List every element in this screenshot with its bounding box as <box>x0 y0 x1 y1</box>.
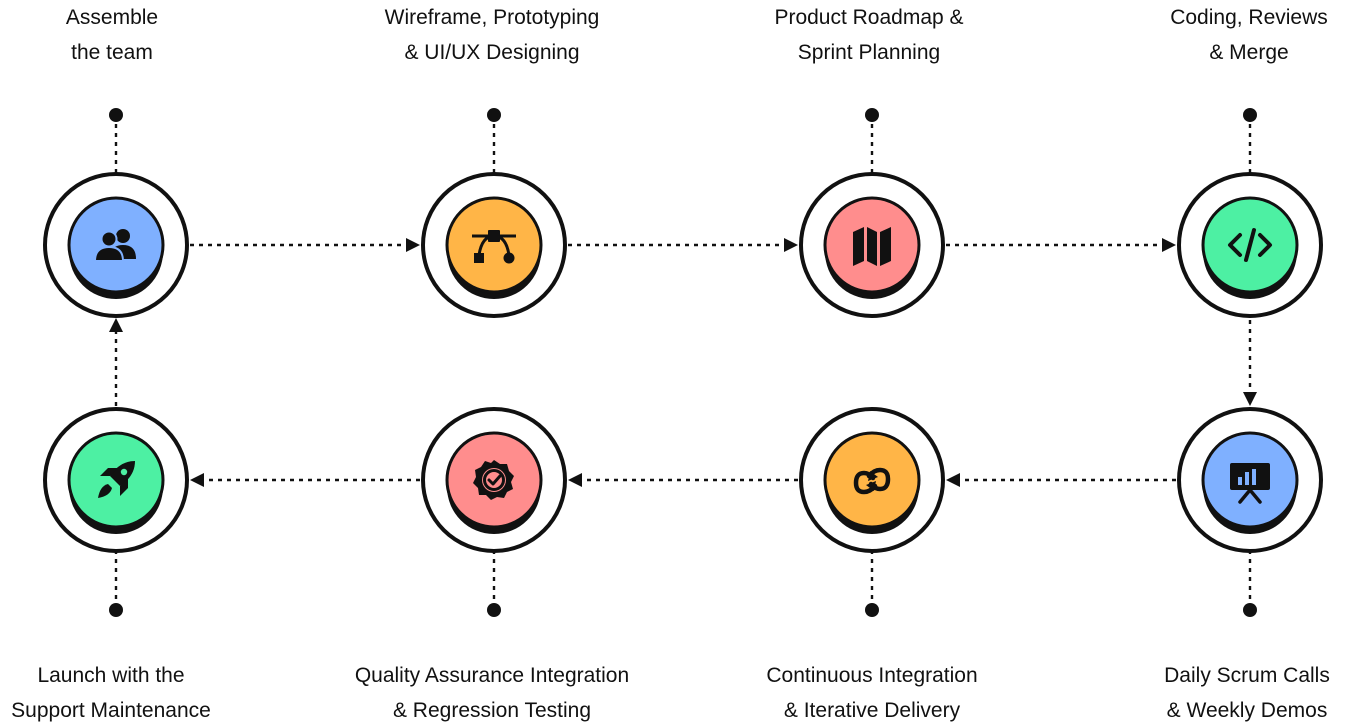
step-node-5 <box>1177 407 1323 553</box>
arrow-down-icon <box>1243 392 1257 406</box>
arrow-up-icon <box>109 318 123 332</box>
pin-dots <box>109 108 1257 617</box>
arrow-right-icon <box>1162 238 1176 252</box>
connectors <box>114 115 1252 608</box>
bezier-pen-icon <box>472 230 516 264</box>
step-node-4 <box>1177 172 1323 318</box>
step-label-line: the team <box>71 41 153 64</box>
step-label-line: Daily Scrum Calls <box>1164 664 1330 687</box>
step-node-3 <box>799 172 945 318</box>
step-label-2: Wireframe, Prototyping & UI/UX Designing <box>332 0 652 70</box>
arrow-right-icon <box>784 238 798 252</box>
step-label-line: Wireframe, Prototyping <box>384 6 600 29</box>
step-label-line: & Regression Testing <box>392 699 592 722</box>
pin-dot <box>487 108 501 122</box>
arrow-left-icon <box>190 473 204 487</box>
step-node-8 <box>43 407 189 553</box>
step-label-7: Quality Assurance Integration & Regressi… <box>332 658 652 728</box>
map-icon <box>853 227 891 266</box>
step-label-line: Assemble <box>65 6 159 29</box>
pin-dot <box>109 603 123 617</box>
step-label-3: Product Roadmap & Sprint Planning <box>709 0 1029 70</box>
pin-dot <box>1243 108 1257 122</box>
arrow-right-icon <box>406 238 420 252</box>
pin-dot <box>865 603 879 617</box>
step-label-line: Continuous Integration <box>766 664 978 687</box>
rocket-icon <box>98 461 135 498</box>
code-icon <box>1228 228 1272 262</box>
sync-icon <box>853 467 891 495</box>
pin-dot <box>1243 603 1257 617</box>
step-label-line: Launch with the <box>37 664 185 687</box>
step-label-line: & Weekly Demos <box>1166 699 1328 722</box>
step-label-6: Continuous Integration & Iterative Deliv… <box>712 658 1032 728</box>
step-label-5: Daily Scrum Calls & Weekly Demos <box>1087 658 1370 728</box>
step-label-line: Quality Assurance Integration <box>354 664 630 687</box>
step-label-line: Coding, Reviews <box>1170 6 1328 29</box>
step-label-1: Assemble the team <box>0 0 272 70</box>
node-fill <box>445 196 543 294</box>
step-label-line: Product Roadmap & <box>774 6 964 29</box>
step-label-line: Sprint Planning <box>797 41 941 64</box>
arrow-left-icon <box>946 473 960 487</box>
step-node-7 <box>421 407 567 553</box>
step-node-6 <box>799 407 945 553</box>
badge-check-icon <box>473 460 514 500</box>
pin-dot <box>109 108 123 122</box>
pin-dot <box>865 108 879 122</box>
pin-dot <box>487 603 501 617</box>
step-label-line: Support Maintenance <box>11 699 211 722</box>
node-fill <box>67 196 165 294</box>
step-label-line: & Iterative Delivery <box>783 699 961 722</box>
users-icon <box>93 229 136 262</box>
step-label-line: & Merge <box>1209 41 1289 64</box>
step-node-1 <box>43 172 189 318</box>
step-label-4: Coding, Reviews & Merge <box>1089 0 1370 70</box>
step-node-2 <box>421 172 567 318</box>
step-label-8: Launch with the Support Maintenance <box>0 658 271 728</box>
presentation-board-icon <box>1230 463 1270 504</box>
arrowheads <box>109 238 1257 487</box>
step-label-line: & UI/UX Designing <box>404 41 580 64</box>
arrow-left-icon <box>568 473 582 487</box>
